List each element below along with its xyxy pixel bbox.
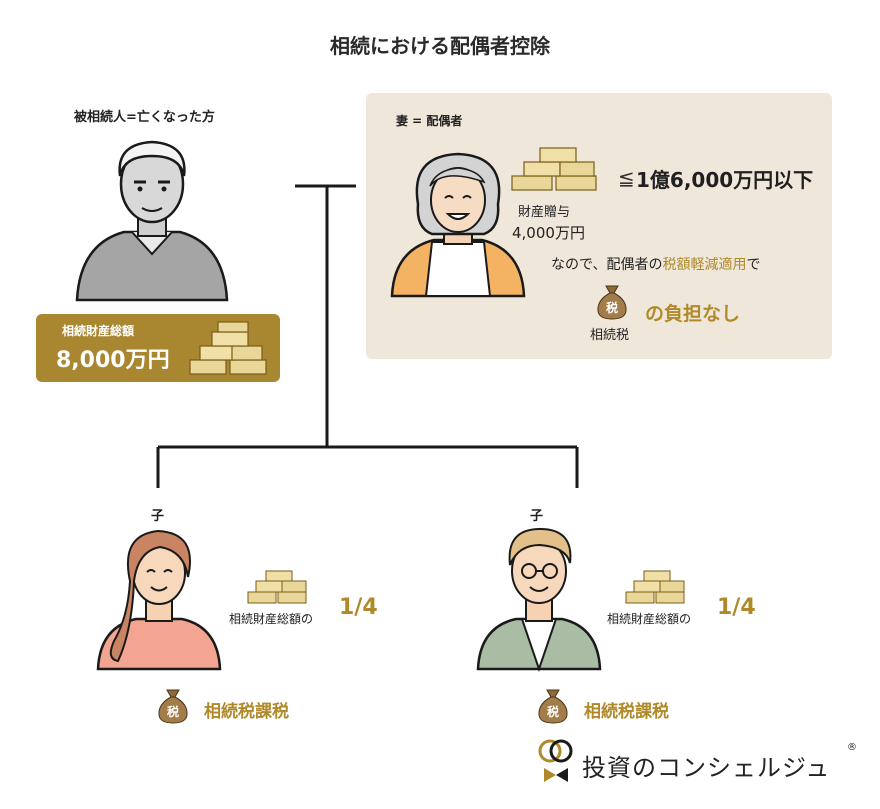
tax-bag-icon: 税 xyxy=(158,689,188,724)
money-stack-icon xyxy=(511,147,597,191)
deduction-explanation: なので、配偶者の税額軽減適用で xyxy=(551,254,760,274)
less-equal-symbol: ≦ xyxy=(618,166,635,190)
share-label: 相続財産総額の xyxy=(607,612,692,626)
gift-amount: 4,000万円 xyxy=(512,224,585,242)
share-fraction: 1/4 xyxy=(339,595,378,620)
page-title: 相続における配偶者控除 xyxy=(330,34,550,58)
share-fraction: 1/4 xyxy=(717,595,756,620)
child-label: 子 xyxy=(530,509,544,524)
money-stack-icon xyxy=(625,570,685,604)
estate-total-caption: 相続財産総額 xyxy=(62,324,135,338)
inheritance-tax-label: 相続税 xyxy=(590,328,630,343)
registered-mark: ® xyxy=(847,742,857,753)
tax-bag-char: 税 xyxy=(547,704,559,719)
tax-status: 相続税課税 xyxy=(204,702,289,722)
deceased-label: 被相続人=亡くなった方 xyxy=(74,110,215,125)
tax-status: 相続税課税 xyxy=(584,702,669,722)
spouse-person-illustration xyxy=(390,152,526,298)
explanation-suffix: で xyxy=(746,257,761,273)
deduction-limit: 1億6,000万円以下 xyxy=(636,168,814,192)
child-label: 子 xyxy=(151,509,165,524)
brand-logo-icon xyxy=(538,739,573,782)
tax-bag-char: 税 xyxy=(606,300,618,315)
gift-label: 財産贈与 xyxy=(518,205,571,220)
estate-total-amount: 8,000万円 xyxy=(56,348,170,373)
no-burden-label: の負担なし xyxy=(645,303,741,325)
spouse-label: 妻 = 配偶者 xyxy=(396,114,463,128)
explanation-text: なので、配偶者の xyxy=(551,257,663,273)
tax-bag-icon: 税 xyxy=(597,285,627,320)
tax-reduction-highlight: 税額軽減適用 xyxy=(662,257,747,273)
tax-bag-char: 税 xyxy=(167,704,179,719)
share-label: 相続財産総額の xyxy=(229,612,314,626)
deceased-person-illustration xyxy=(75,140,229,302)
tax-bag-icon: 税 xyxy=(538,689,568,724)
daughter-person-illustration xyxy=(96,529,222,671)
money-stack-icon xyxy=(247,570,307,604)
brand-name: 投資のコンシェルジュ xyxy=(582,754,831,782)
money-stack-icon xyxy=(189,321,267,375)
son-person-illustration xyxy=(476,527,602,673)
